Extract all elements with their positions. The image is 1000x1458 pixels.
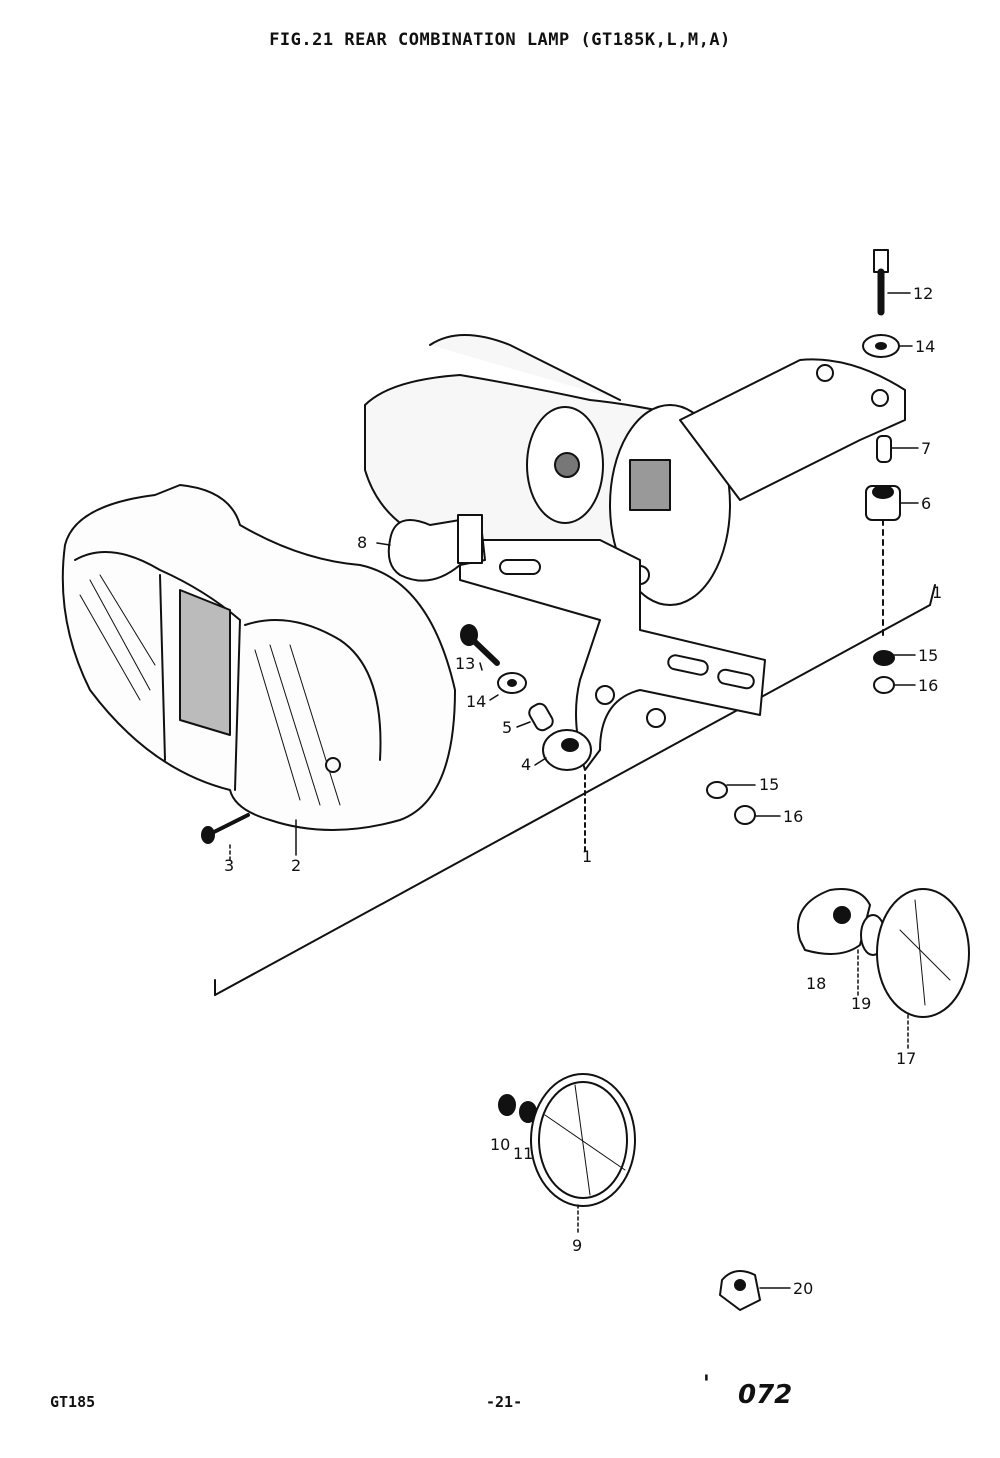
washer-lower (706, 781, 728, 799)
callout-7: 7 (921, 439, 931, 458)
catalog-code: 072 (738, 1380, 793, 1410)
callout-15-lower: 15 (759, 775, 779, 794)
callout-10: 10 (490, 1135, 510, 1154)
bolt (873, 249, 889, 316)
leader-lines (229, 292, 919, 1289)
callout-5: 5 (502, 718, 512, 737)
bolt-left (460, 624, 500, 666)
cushion-right (865, 485, 901, 521)
callout-19: 19 (851, 994, 871, 1013)
callout-6: 6 (921, 494, 931, 513)
callout-12: 12 (913, 284, 933, 303)
callout-20: 20 (793, 1279, 813, 1298)
page-number: -21- (486, 1393, 523, 1411)
callout-15-upper: 15 (918, 646, 938, 665)
callout-1-bottom: 1 (582, 847, 592, 866)
catalog-mark: ' (703, 1372, 710, 1397)
callout-14-right: 14 (915, 337, 935, 356)
callout-8: 8 (357, 533, 367, 552)
upper-bracket (679, 358, 906, 501)
bulb (387, 514, 486, 582)
wire-clamp (719, 1270, 761, 1311)
callout-17: 17 (896, 1049, 916, 1068)
callout-4: 4 (521, 755, 531, 774)
tail-lamp-lens (61, 484, 456, 831)
callout-11: 11 (513, 1144, 533, 1163)
callout-2: 2 (291, 856, 301, 875)
washer-upper (873, 650, 895, 666)
part-1-leader (214, 584, 936, 996)
callout-1-top: 1 (932, 583, 942, 602)
model-label: GT185 (50, 1393, 96, 1411)
collar-right (876, 435, 892, 463)
callout-13: 13 (455, 654, 475, 673)
mounting-bracket (459, 539, 766, 771)
callout-16-lower: 16 (783, 807, 803, 826)
callout-16-upper: 16 (918, 676, 938, 695)
callout-14-left: 14 (466, 692, 486, 711)
callout-9: 9 (572, 1236, 582, 1255)
nut-upper (873, 676, 895, 694)
rear-reflector-assembly (498, 1073, 636, 1207)
collar-left (528, 702, 554, 732)
cushion-left (542, 729, 592, 771)
callout-3: 3 (224, 856, 234, 875)
nut-lower (734, 805, 756, 825)
figure-title: FIG.21 REAR COMBINATION LAMP (GT185K,L,M… (269, 30, 731, 50)
lens-screw (201, 813, 250, 844)
side-reflector-assembly (797, 888, 970, 1018)
callout-18: 18 (806, 974, 826, 993)
